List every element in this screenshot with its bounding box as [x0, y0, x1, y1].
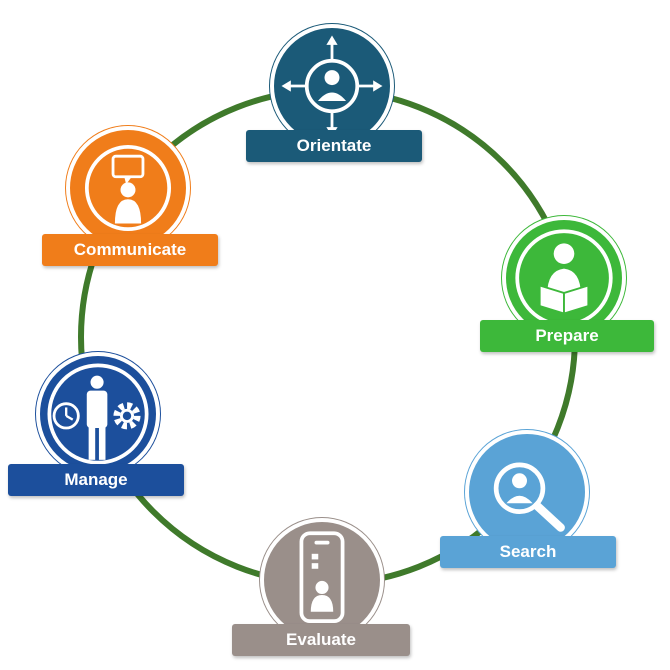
label-prepare: Prepare	[480, 320, 654, 352]
phone-person-icon	[299, 531, 345, 624]
communicate-disc	[66, 126, 190, 250]
label-communicate: Communicate	[42, 234, 218, 266]
person-magnifier-icon	[493, 462, 565, 532]
clock-person-gear-icon	[47, 363, 149, 465]
label-manage: Manage	[8, 464, 184, 496]
label-evaluate: Evaluate	[232, 624, 410, 656]
person-compass-arrows-icon	[281, 35, 383, 137]
person-reading-book-icon	[515, 229, 613, 327]
label-search: Search	[440, 536, 616, 568]
person-speech-bubble-icon	[84, 144, 172, 232]
prepare-disc	[502, 216, 626, 340]
label-orientate: Orientate	[246, 130, 422, 162]
manage-disc	[36, 352, 160, 476]
